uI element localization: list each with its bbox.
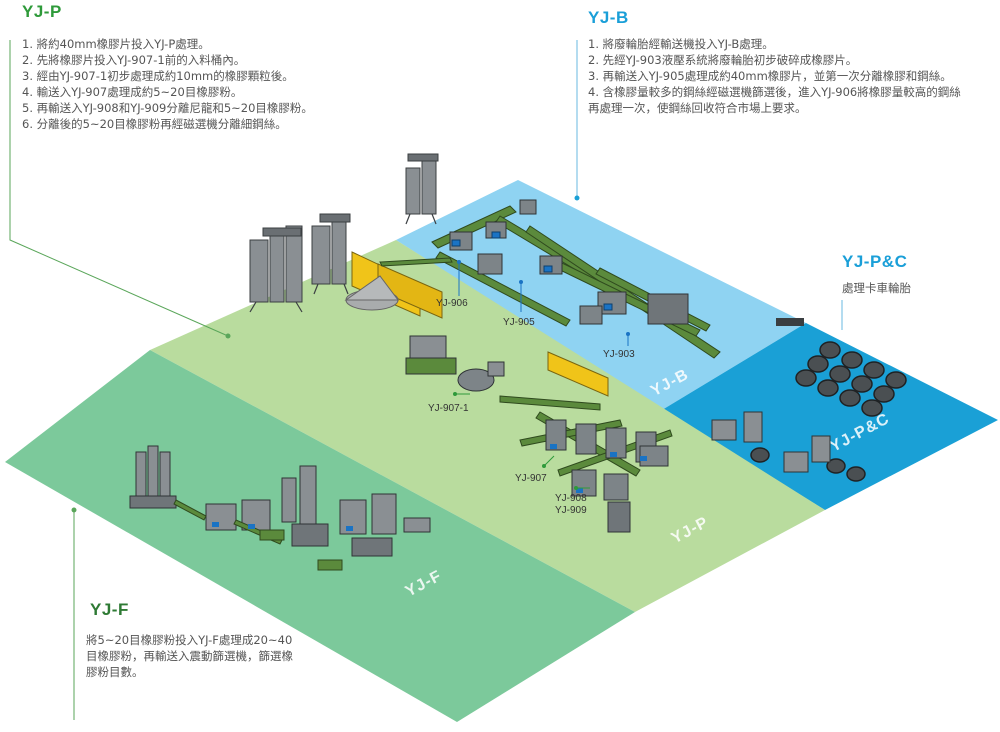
step-item: 3. 經由YJ-907-1初步處理成約10mm的橡膠顆粒後。 (22, 69, 294, 83)
tower-frames (249, 213, 437, 313)
zone-yjpc (662, 323, 998, 510)
zone-yjp (150, 240, 825, 612)
yjp-mills (545, 419, 669, 533)
step-item: 4. 輸送入YJ-907處理成約5~20目橡膠粉。 (22, 85, 243, 99)
truck-tires (750, 341, 907, 482)
machine-label-905: YJ-905 (503, 317, 535, 328)
section-text-yjpc: 處理卡車輪胎 (842, 281, 911, 295)
section-steps-yjp: 1. 將約40mm橡膠片投入YJ-P處理。 2. 先將橡膠片投入YJ-907-1前… (22, 36, 402, 132)
callout-dot-yjp (225, 333, 231, 339)
machine-label-909: YJ-909 (555, 505, 587, 516)
callout-lines (9, 40, 229, 720)
yjp-blue-parts (550, 444, 647, 493)
yjb-blue-parts (451, 231, 613, 311)
machine-label-903: YJ-903 (603, 349, 635, 360)
machine-leaders-green (455, 393, 590, 489)
machine-label-907: YJ-907 (515, 473, 547, 484)
section-title-yjpc: YJ-P&C (842, 252, 908, 271)
step-item: 5. 再輸送入YJ-908和YJ-909分離尼龍和5~20目橡膠粉。 (22, 101, 313, 115)
yjpc-tire-stack (776, 318, 804, 326)
callout-dot-yjf (71, 507, 77, 513)
machine-leader-dots-green (453, 392, 578, 490)
machine-label-906: YJ-906 (436, 298, 468, 309)
section-steps-yjb: 1. 將廢輪胎經輸送機投入YJ-B處理。 2. 先經YJ-903液壓系統將廢輪胎初… (588, 36, 963, 116)
step-item: 2. 先經YJ-903液壓系統將廢輪胎初步破碎成橡膠片。 (588, 53, 858, 67)
yjp-machines (405, 335, 505, 392)
machine-label-907-1: YJ-907-1 (428, 403, 469, 414)
callout-dot-yjb (574, 195, 580, 201)
step-item: 6. 分離後的5~20目橡膠粉再經磁選機分離細鋼絲。 (22, 117, 287, 131)
yjf-green-parts (173, 499, 343, 571)
section-title-yjb: YJ-B (588, 8, 629, 27)
machine-label-908: YJ-908 (555, 493, 587, 504)
step-item: 1. 將約40mm橡膠片投入YJ-P處理。 (22, 37, 210, 51)
yjpc-machines (711, 411, 831, 473)
section-title-yjp: YJ-P (22, 2, 62, 21)
section-text-yjf: 將5~20目橡膠粉投入YJ-F處理成20~40目橡膠粉，再輸送入震動篩選機，篩選… (86, 633, 293, 679)
section-title-yjf: YJ-F (90, 600, 129, 619)
step-item: 4. 含橡膠量較多的鋼絲經磁選機篩選後，進入YJ-906將橡膠量較高的鋼絲再處理… (588, 85, 961, 115)
yjf-blue-parts (212, 522, 353, 531)
machine-leader-dots (457, 260, 630, 336)
step-item: 1. 將廢輪胎經輸送機投入YJ-B處理。 (588, 37, 774, 51)
yellow-panels (547, 351, 609, 397)
step-item: 3. 再輸送入YJ-905處理成約40mm橡膠片，並第一次分離橡膠和鋼絲。 (588, 69, 952, 83)
tower-units (249, 153, 439, 303)
rubber-pile-cone (344, 275, 399, 301)
step-item: 2. 先將橡膠片投入YJ-907-1前的入料桶內。 (22, 53, 246, 67)
